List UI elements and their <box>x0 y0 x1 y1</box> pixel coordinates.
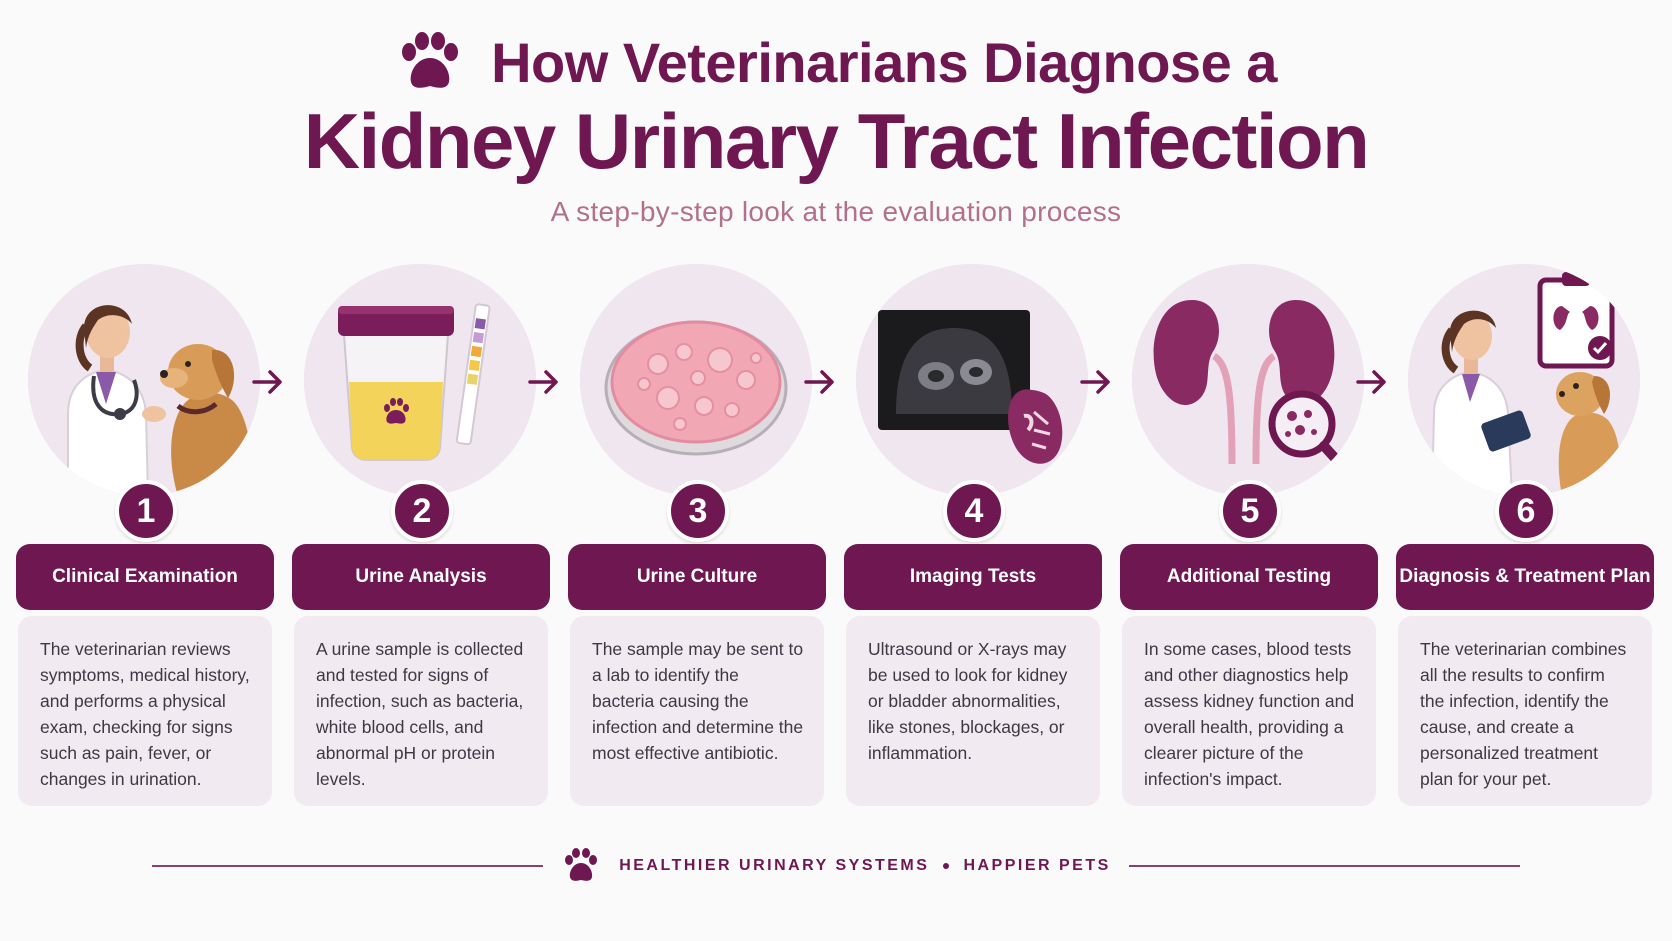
footer-tagline: HEALTHIER URINARY SYSTEMS HAPPIER PETS <box>619 857 1111 875</box>
subtitle: A step-by-step look at the evaluation pr… <box>550 196 1122 227</box>
step-4-title: Imaging Tests <box>844 544 1102 610</box>
footer-divider-left <box>152 865 544 867</box>
step-1-number: 1 <box>115 480 177 542</box>
step-4-description: Ultrasound or X-rays may be used to look… <box>846 616 1100 806</box>
petri-dish-icon <box>580 264 812 496</box>
step-2-description: A urine sample is collected and tested f… <box>294 616 548 806</box>
arrow-icon <box>526 366 562 398</box>
step-5-title: Additional Testing <box>1120 544 1378 610</box>
step-2-illustration <box>304 264 536 496</box>
step-3-title: Urine Culture <box>568 544 826 610</box>
step-6-number: 6 <box>1495 480 1557 542</box>
footer: HEALTHIER URINARY SYSTEMS HAPPIER PETS <box>152 848 1520 884</box>
urine-sample-cup-icon <box>304 264 536 496</box>
vet-examining-dog-icon <box>28 264 260 496</box>
step-6-illustration <box>1408 264 1640 496</box>
arrow-icon <box>1354 366 1390 398</box>
step-5-number: 5 <box>1219 480 1281 542</box>
arrow-icon <box>250 366 286 398</box>
footer-divider-right <box>1128 865 1520 867</box>
step-1-description: The veterinarian reviews symptoms, medic… <box>18 616 272 806</box>
footer-left-text: HEALTHIER URINARY SYSTEMS <box>619 857 930 874</box>
arrow-icon <box>802 366 838 398</box>
title-text-1: How Veterinarians Diagnose a <box>491 31 1277 94</box>
kidneys-magnifier-icon <box>1132 264 1364 496</box>
arrow-icon <box>1078 366 1114 398</box>
paw-icon <box>565 848 598 881</box>
step-3-illustration <box>580 264 812 496</box>
step-1-title: Clinical Examination <box>16 544 274 610</box>
step-2-number: 2 <box>391 480 453 542</box>
title-line-1: How Veterinarians Diagnose a <box>0 30 1672 95</box>
step-1-illustration <box>28 264 260 496</box>
step-3-description: The sample may be sent to a lab to ident… <box>570 616 824 806</box>
separator-dot <box>943 863 950 869</box>
step-2-title: Urine Analysis <box>292 544 550 610</box>
title-line-2: Kidney Urinary Tract Infection <box>303 97 1370 185</box>
step-4-number: 4 <box>943 480 1005 542</box>
footer-right-text: HAPPIER PETS <box>963 857 1111 874</box>
step-4-illustration <box>856 264 1088 496</box>
step-5-description: In some cases, blood tests and other dia… <box>1122 616 1376 806</box>
vet-tablet-dog-icon <box>1408 264 1640 496</box>
step-6-description: The veterinarian combines all the result… <box>1398 616 1652 806</box>
step-3-number: 3 <box>667 480 729 542</box>
step-6-title: Diagnosis & Treatment Plan <box>1396 544 1654 610</box>
step-5-illustration <box>1132 264 1364 496</box>
ultrasound-kidney-icon <box>856 264 1088 496</box>
paw-icon <box>402 31 459 88</box>
